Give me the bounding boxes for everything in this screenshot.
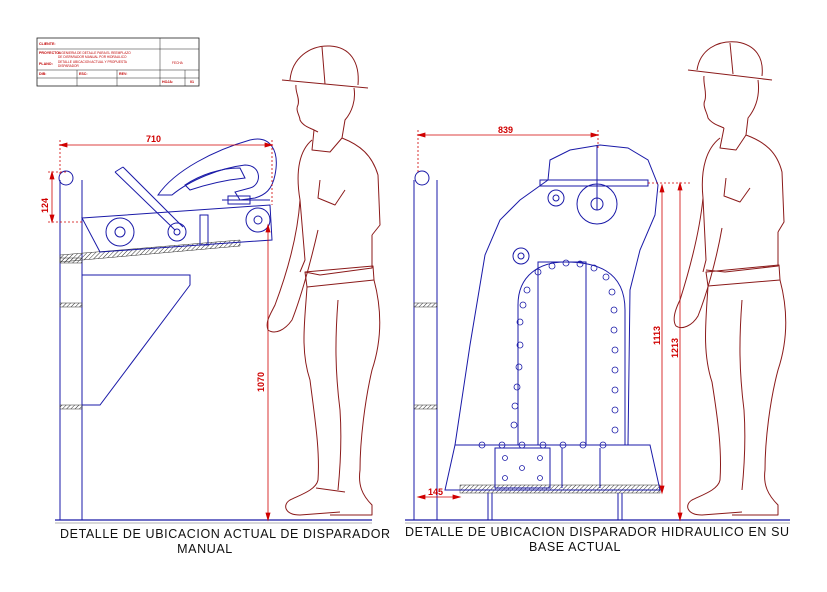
tb-plan-text-1: DETALLE UBICACION ACTUAL Y PROPUESTA [58,60,128,64]
right-person-figure [673,41,787,516]
hydraulic-trigger-body [444,144,661,520]
caption-left-line1: DETALLE DE UBICACION ACTUAL DE DISPARADO… [60,527,391,541]
right-dimensions [416,130,690,522]
tb-rev-label: REV: [119,72,127,76]
left-structure [55,170,372,524]
tb-plan-label: PLANO: [39,62,53,66]
dim-left-width: 710 [146,134,161,144]
left-person-figure [266,45,381,516]
caption-right-line1: DETALLE DE UBICACION DISPARADOR HIDRAULI… [405,525,790,539]
caption-right-line2: BASE ACTUAL [528,540,622,554]
caption-left: DETALLE DE UBICACION ACTUAL DE DISPARADO… [60,527,391,557]
right-structure [405,170,790,524]
tb-sheet-value: 01 [190,80,194,84]
tb-project-label: PROYECTO: [39,51,60,55]
hydraulic-bolt-pattern [478,259,619,481]
tb-date-label: FECHA [172,61,184,65]
left-hatched-bars [59,239,241,410]
caption-right: DETALLE DE UBICACION DISPARADOR HIDRAULI… [405,525,790,555]
tb-project-text-1: INGENIERIA DE DETALLE PARA EL REEMPLAZO [58,51,131,55]
dim-right-height-inner: 1113 [652,326,662,345]
dim-right-base-offset: 145 [428,487,443,497]
tb-sheet-label: HOJA: [162,80,173,84]
tb-project-text-2: DE DISPARADOR MANUAL POR HIDRAULICO [58,55,127,59]
dim-left-height-small: 124 [40,198,50,213]
dim-right-width: 839 [498,125,513,135]
tb-plan-text-2: DISPARADOR [58,64,80,68]
dim-right-height-outer: 1213 [670,338,680,358]
tb-client-label: CLIENTE: [39,42,56,46]
dim-left-height: 1070 [256,372,266,392]
caption-left-line2: MANUAL [177,542,233,556]
tb-drawn-label: DIB: [39,72,46,76]
left-dimensions [48,140,274,522]
title-block: CLIENTE: PROYECTO: INGENIERIA DE DETALLE… [36,37,200,87]
manual-trigger-mechanism [81,138,277,253]
tb-scale-label: ESC: [79,72,88,76]
